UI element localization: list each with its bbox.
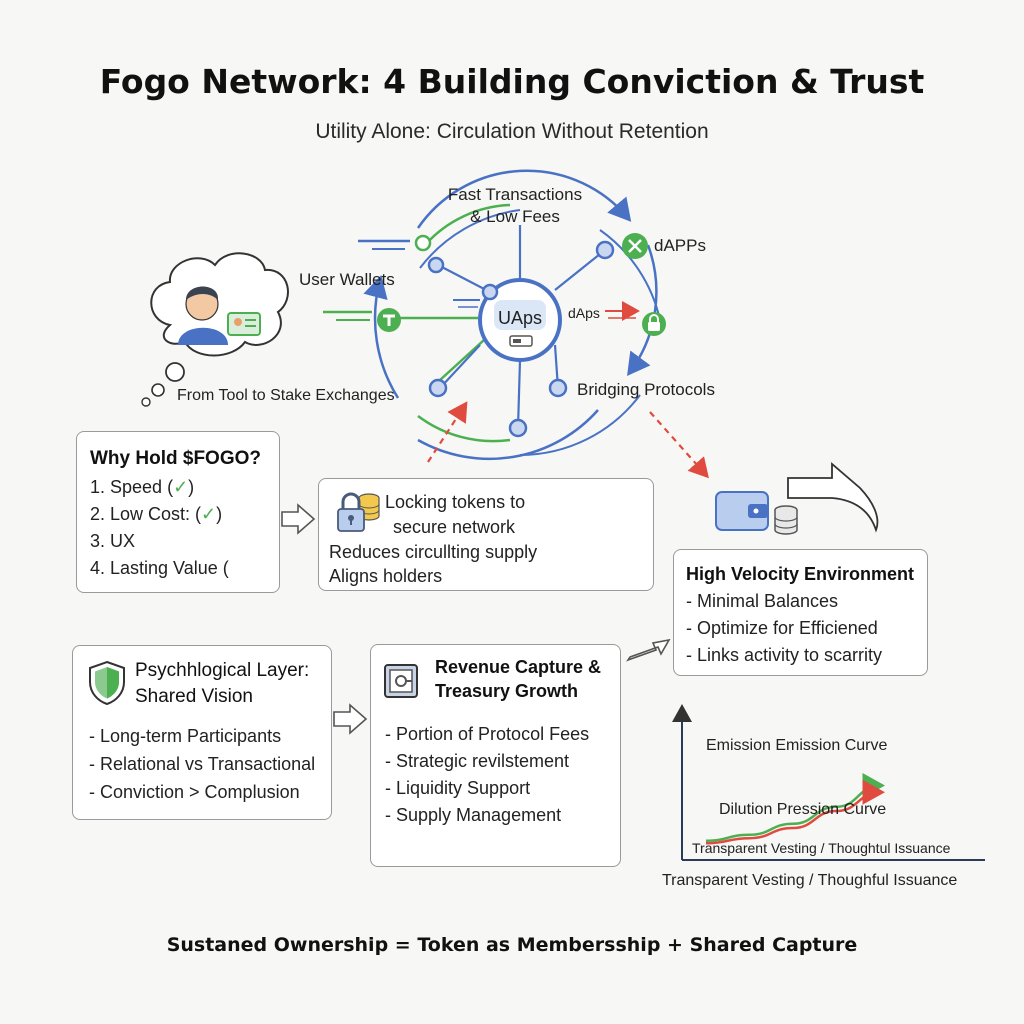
arrow-psych-to-revenue bbox=[333, 703, 368, 735]
red-arrow-right bbox=[649, 411, 709, 479]
psych-layer-box: Psychhlogical Layer: Shared Vision - Lon… bbox=[72, 645, 332, 820]
page-title: Fogo Network: 4 Building Conviction & Tr… bbox=[99, 62, 925, 101]
wallet-node-icon bbox=[377, 308, 401, 332]
red-arrow-left bbox=[427, 401, 468, 463]
psych-item: - Relational vs Transactional bbox=[89, 754, 316, 774]
revenue-title-1: Revenue Capture & bbox=[435, 657, 602, 677]
psych-list: - Long-term Participants - Relational vs… bbox=[89, 722, 315, 806]
hub-bubble bbox=[494, 300, 546, 330]
user-wallets-label: User Wallets bbox=[299, 270, 395, 289]
fast-transactions-label: Fast Transactions & Low Fees bbox=[447, 185, 583, 226]
revenue-title-2: Treasury Growth bbox=[435, 681, 579, 701]
padlock-coins-icon bbox=[337, 492, 380, 532]
psych-item: - Conviction > Complusion bbox=[89, 782, 300, 802]
lock-node-icon bbox=[642, 312, 666, 336]
dapps-label: dAPPs bbox=[654, 236, 706, 255]
bridging-protocols-label: Bridging Protocols bbox=[577, 380, 715, 399]
green-arcs bbox=[395, 203, 511, 443]
revenue-item: - Liquidity Support bbox=[385, 778, 531, 798]
revenue-item: - Portion of Protocol Fees bbox=[385, 724, 590, 744]
locking-line-1: Locking tokens to bbox=[385, 492, 526, 512]
why-hold-title: Why Hold $FOGO? bbox=[90, 448, 261, 469]
locking-box: Locking tokens to secure network Reduces… bbox=[318, 478, 654, 591]
why-hold-list: 1. Speed (✓) 2. Low Cost: (✓) 3. UX 4. L… bbox=[90, 474, 229, 582]
revenue-item: - Strategic revilstement bbox=[385, 751, 570, 771]
page-subtitle: Utility Alone: Circulation Without Reten… bbox=[315, 120, 709, 143]
curved-arrow-icon bbox=[787, 462, 879, 533]
speed-lines bbox=[323, 239, 640, 321]
chart-axes bbox=[672, 704, 985, 861]
wallet-icon bbox=[715, 491, 769, 531]
revenue-list: - Portion of Protocol Fees - Strategic r… bbox=[385, 721, 589, 829]
high-velocity-item: - Optimize for Efficiened bbox=[686, 618, 878, 638]
dapps-icon bbox=[622, 233, 648, 259]
dapps-small-label: dAps bbox=[568, 305, 600, 321]
check-icon: ✓ bbox=[201, 504, 217, 524]
locking-line-4: Aligns holders bbox=[329, 566, 443, 586]
revenue-box: Revenue Capture & Treasury Growth - Port… bbox=[370, 644, 621, 867]
psych-title-1: Psychhlogical Layer: bbox=[135, 660, 310, 681]
outer-ring bbox=[363, 169, 661, 461]
chart-series-line-2 bbox=[705, 779, 885, 845]
high-velocity-item: - Minimal Balances bbox=[686, 591, 839, 611]
locking-line-3: Reduces circullting supply bbox=[329, 542, 538, 562]
why-hold-item-lasting-value: 4. Lasting Value ( bbox=[90, 558, 229, 578]
arrow-why-to-locking bbox=[281, 503, 316, 535]
high-velocity-item: - Links activity to scarrity bbox=[686, 645, 883, 665]
why-hold-item-low-cost: 2. Low Cost: (✓) bbox=[90, 504, 223, 524]
high-velocity-list: - Minimal Balances - Optimize for Effici… bbox=[686, 588, 882, 669]
vault-icon bbox=[384, 664, 418, 698]
person-avatar bbox=[178, 286, 261, 345]
vesting-label-1: Transparent Vesting / Thoughtul Issuance bbox=[692, 840, 951, 856]
coins-icon bbox=[774, 505, 798, 535]
hub-label: UAps bbox=[498, 308, 543, 328]
why-hold-item-speed: 1. Speed (✓) bbox=[90, 477, 195, 497]
why-hold-box: Why Hold $FOGO? 1. Speed (✓) 2. Low Cost… bbox=[76, 431, 280, 593]
shield-icon bbox=[89, 660, 125, 706]
high-velocity-box: High Velocity Environment - Minimal Bala… bbox=[673, 549, 928, 676]
high-velocity-title: High Velocity Environment bbox=[686, 564, 915, 584]
network-nodes bbox=[414, 234, 615, 438]
dilution-curve-label: Dilution Pression Curve bbox=[719, 801, 887, 818]
vesting-label-2: Transparent Vesting / Thoughful Issuance bbox=[662, 872, 958, 889]
revenue-item: - Supply Management bbox=[385, 805, 562, 825]
emission-curve-label: Emission Emission Curve bbox=[706, 737, 888, 754]
psych-title-2: Shared Vision bbox=[135, 686, 253, 707]
check-icon: ✓ bbox=[173, 477, 189, 497]
footer-equation: Sustaned Ownership = Token as Membersshi… bbox=[166, 934, 858, 956]
chart-series-line-1 bbox=[705, 773, 885, 842]
arrow-revenue-to-velocity bbox=[625, 638, 671, 662]
why-hold-item-ux: 3. UX bbox=[90, 531, 136, 551]
stake-exchanges-label: From Tool to Stake Exchanges bbox=[177, 387, 395, 404]
chart-series bbox=[705, 773, 885, 845]
psych-item: - Long-term Participants bbox=[89, 726, 282, 746]
locking-line-2: secure network bbox=[393, 517, 516, 537]
